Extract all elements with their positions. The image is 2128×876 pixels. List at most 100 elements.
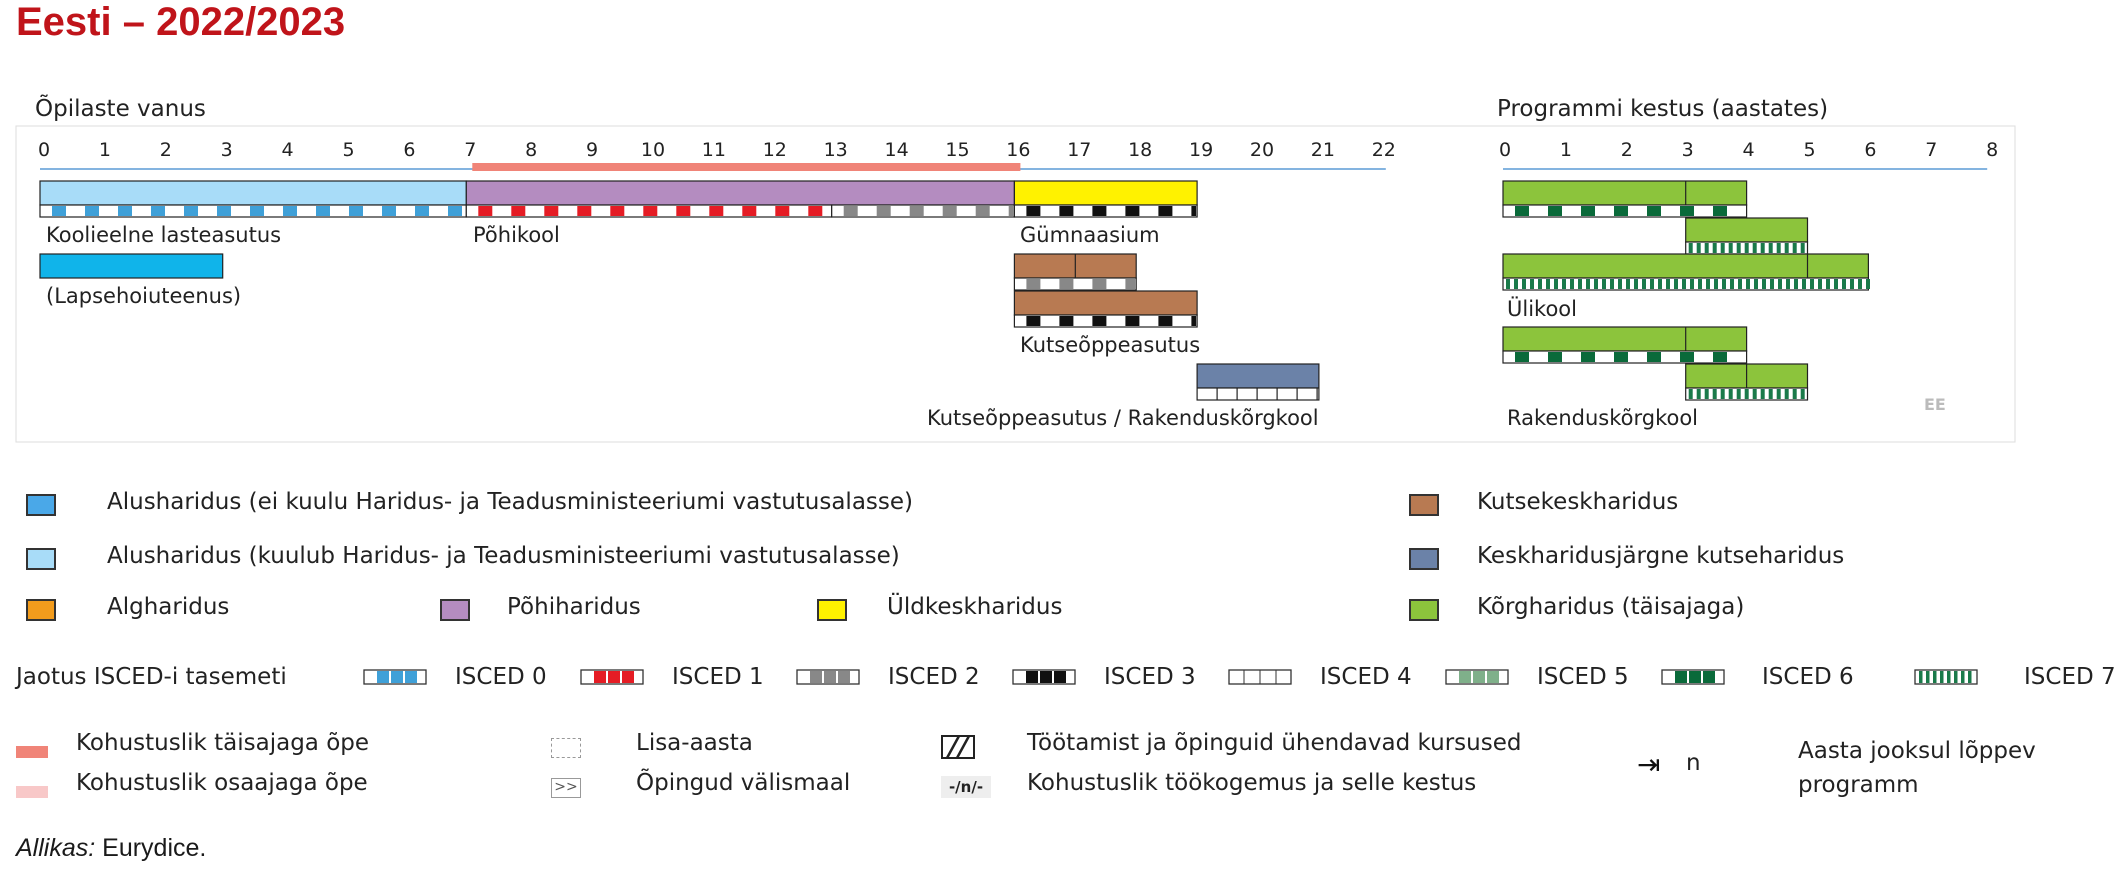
label-pohikool: Põhikool: [473, 223, 560, 247]
legend-swatch-post-secondary: [1409, 548, 1439, 570]
pohikool-bar-isced1-tick: [676, 206, 691, 216]
ulikool-bar-3-isced7-tick: [1738, 279, 1742, 289]
ulikool-bar-3: [1502, 253, 1869, 279]
gumnaasium-bar-isced3-tick: [1191, 206, 1197, 216]
legend-vocational: Kutsekeskharidus: [1477, 489, 1679, 515]
kutseoppeasutus-bar-2-isced3-tick: [1158, 316, 1173, 326]
ulikool-bar-3-isced7-tick: [1826, 279, 1830, 289]
legend-swatch-compulsory-full: [16, 746, 48, 758]
pohikool-bar-isced2-tick: [942, 206, 957, 216]
age-tick-label: 11: [702, 139, 726, 161]
ulikool-bar-3-isced7-tick: [1770, 279, 1774, 289]
gumnaasium-bar: [1013, 180, 1198, 206]
pohikool-bar-isced1-tick: [478, 206, 493, 216]
isced-legend-label-0: ISCED 0: [455, 664, 547, 690]
isced-legend-label-3: ISCED 3: [1104, 664, 1196, 690]
age-tick-label: 0: [38, 139, 50, 161]
ulikool-bar-3-isced7-tick: [1762, 279, 1766, 289]
ulikool-bar-2-isced7-tick: [1776, 243, 1781, 253]
ulikool-bar-3-isced7-tick: [1810, 279, 1814, 289]
koolieelne-lasteasutus-bar-isced0-tick: [448, 206, 462, 216]
ulikool-bar-2-isced7-tick: [1696, 243, 1701, 253]
ulikool-bar-3-isced7-tick: [1618, 279, 1622, 289]
legend-swatch-general-secondary: [817, 599, 847, 621]
ulikool-bar-3-isced7-tick: [1722, 279, 1726, 289]
rakendus-bar-1-isced6-tick: [1713, 352, 1727, 362]
legend-swatch-pre-primary-other: [26, 494, 56, 516]
label-ulikool: Ülikool: [1507, 297, 1577, 321]
ulikool-bar-3-isced7-tick: [1754, 279, 1758, 289]
ulikool-bar-2-isced7-tick: [1760, 243, 1765, 253]
legend-ending-year-symbol: n: [1686, 750, 1701, 776]
pohikool-bar-isced1-tick: [577, 206, 592, 216]
isced-legend-swatch-0: [363, 669, 427, 685]
ulikool-bar-3-isced7-tick: [1626, 279, 1630, 289]
gumnaasium-bar-isced3-tick: [1158, 206, 1173, 216]
isced-legend-swatch-7: [1914, 669, 1978, 685]
ulikool-bar-2-isced7-tick: [1712, 243, 1717, 253]
kutseoppeasutus-bar-2-isced3-tick: [1191, 316, 1197, 326]
rakendus-bar-2-isced7-tick: [1704, 389, 1709, 399]
kutseoppeasutus-bar-2: [1013, 290, 1198, 316]
source-prefix: Allikas:: [16, 834, 96, 862]
age-tick-label: 8: [525, 139, 537, 161]
kutseoppeasutus-bar-1-isced2-tick: [1026, 279, 1041, 289]
legend-primary: Algharidus: [107, 594, 230, 620]
ulikool-bar-3-isced7-tick: [1522, 279, 1526, 289]
ulikool-bar-3-isced7-tick: [1506, 279, 1510, 289]
legend-swatch-compulsory-part: [16, 786, 48, 798]
koolieelne-lasteasutus-bar-isced0-tick: [85, 206, 99, 216]
age-tick-label: 2: [160, 139, 172, 161]
legend-swatch-pre-primary: [26, 548, 56, 570]
duration-tick-label: 2: [1621, 139, 1633, 161]
duration-tick-label: 7: [1925, 139, 1937, 161]
rakendus-bar-1: [1502, 326, 1748, 352]
ulikool-bar-3-isced7-tick: [1666, 279, 1670, 289]
ulikool-bar-3-isced7-tick: [1794, 279, 1798, 289]
ulikool-bar-1-isced6-tick: [1647, 206, 1661, 216]
rakendus-bar-1-isced6-tick: [1548, 352, 1562, 362]
age-axis-header: Õpilaste vanus: [35, 96, 206, 122]
ulikool-bar-2-isced7-tick: [1752, 243, 1757, 253]
ulikool-bar-3-isced7-tick: [1610, 279, 1614, 289]
ulikool-bar-3-isced7-tick: [1802, 279, 1806, 289]
koolieelne-lasteasutus-bar-isced0-tick: [217, 206, 231, 216]
duration-tick-label: 6: [1864, 139, 1876, 161]
ending-year-arrow-icon: ⇥: [1637, 748, 1661, 781]
compulsory-fulltime-bar: [472, 163, 1021, 171]
legend-higher: Kõrgharidus (täisajaga): [1477, 594, 1745, 620]
ulikool-bar-2-isced7-tick: [1784, 243, 1789, 253]
ulikool-bar-1: [1502, 180, 1748, 206]
legend-work-study: Töötamist ja õpinguid ühendavad kursused: [1027, 730, 1522, 756]
ulikool-bar-1-isced6-tick: [1581, 206, 1595, 216]
pohikool-bar-isced2-tick: [975, 206, 990, 216]
ulikool-bar-3-isced7-tick: [1842, 279, 1846, 289]
isced-legend-label-1: ISCED 1: [672, 664, 764, 690]
gumnaasium-bar-isced3-tick: [1125, 206, 1140, 216]
source-note: Allikas: Eurydice.: [16, 834, 206, 863]
ulikool-bar-2-isced7-tick: [1792, 243, 1797, 253]
ulikool-bar-3-isced7-tick: [1658, 279, 1662, 289]
age-tick-label: 7: [464, 139, 476, 161]
legend-swatch-basic: [440, 599, 470, 621]
ulikool-bar-3-isced7-tick: [1634, 279, 1638, 289]
ulikool-bar-3-isced7-tick: [1674, 279, 1678, 289]
koolieelne-lasteasutus-bar-isced0-tick: [316, 206, 330, 216]
age-tick-label: 19: [1189, 139, 1213, 161]
ulikool-bar-3-isced7-tick: [1730, 279, 1734, 289]
ulikool-bar-3-isced7-tick: [1746, 279, 1750, 289]
ulikool-bar-3-isced7-tick: [1786, 279, 1790, 289]
age-tick-label: 9: [586, 139, 598, 161]
koolieelne-lasteasutus-bar-isced0-tick: [382, 206, 396, 216]
koolieelne-lasteasutus-bar-isced0-tick: [151, 206, 165, 216]
source-text: Eurydice.: [102, 834, 207, 862]
kutse-rakendus-bar-isced4-base: [1196, 387, 1320, 401]
legend-compulsory-full: Kohustuslik täisajaga õpe: [76, 730, 370, 756]
ulikool-bar-3-isced7-tick: [1778, 279, 1782, 289]
rakendus-bar-2-isced7-tick: [1696, 389, 1701, 399]
legend-swatch-primary: [26, 599, 56, 621]
legend-pre-primary: Alusharidus (kuulub Haridus- ja Teadusmi…: [107, 543, 900, 569]
isced-legend-swatch-2: [796, 669, 860, 685]
koolieelne-lasteasutus-bar-isced0-tick: [250, 206, 264, 216]
ulikool-bar-3-isced7-tick: [1698, 279, 1702, 289]
